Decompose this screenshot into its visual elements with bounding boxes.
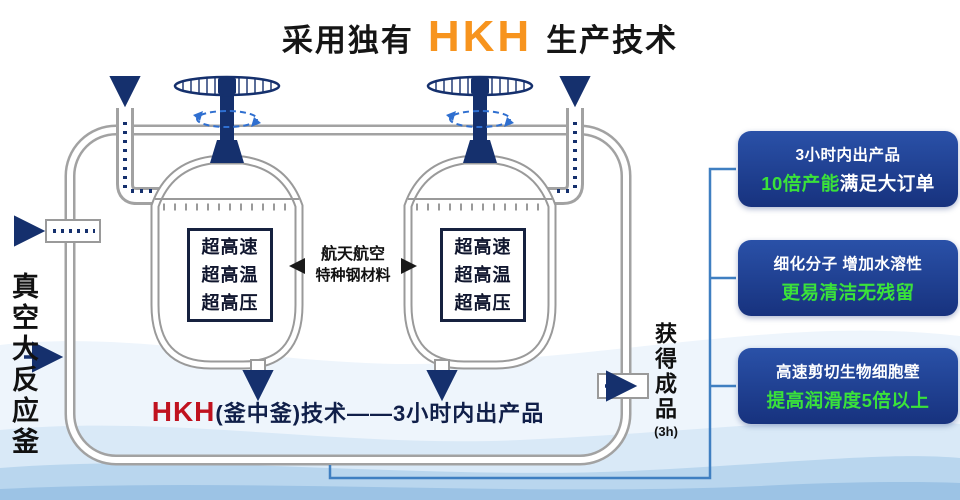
- spec-line: 超高温: [454, 264, 512, 285]
- benefit-card-lubricity: 高速剪切生物细胞壁 提高润滑度5倍以上: [738, 348, 958, 424]
- discharge-right: [426, 359, 458, 402]
- benefit-line1: 高速剪切生物细胞壁: [775, 363, 920, 381]
- spec-line: 超高速: [201, 236, 259, 257]
- benefit-line2: 提高润滑度5倍以上: [767, 387, 930, 413]
- spec-line: 超高温: [201, 264, 259, 285]
- pipe-loop: [64, 124, 632, 466]
- valve-handwheel-icon: [173, 75, 281, 97]
- outlet-port-right: [597, 370, 649, 402]
- process-text: (釜中釜)技术——3小时内出产品: [215, 401, 545, 426]
- rotation-arrow-icon: [193, 110, 261, 128]
- benefit-card-capacity: 3小时内出产品 10倍产能满足大订单: [738, 131, 958, 207]
- inlet-pipe-right: [544, 108, 584, 205]
- flow-dots-left: [123, 122, 152, 193]
- inlet-port-left: [13, 215, 101, 247]
- spec-line: 超高压: [201, 292, 259, 313]
- title-suffix: 生产技术: [546, 22, 679, 58]
- benefit-text: 满足大订单: [839, 172, 935, 194]
- spec-box-left: 超高速 超高温 超高压: [187, 228, 273, 322]
- material-label: 航天航空 特种钢材料: [298, 245, 408, 285]
- process-caption: HKH(釜中釜)技术——3小时内出产品: [78, 396, 618, 428]
- output-label: 获得成品: [652, 322, 677, 422]
- material-line2: 特种钢材料: [315, 266, 391, 284]
- discharge-left: [242, 359, 274, 402]
- benefit-line1: 3小时内出产品: [795, 146, 901, 164]
- page-title: 采用独有 HKH 生产技术: [0, 12, 960, 62]
- benefit-card-solubility: 细化分子 增加水溶性 更易清洁无残留: [738, 240, 958, 316]
- benefit-connectors: [328, 167, 736, 480]
- flow-dots-right: [556, 122, 577, 193]
- process-brand-hkh: HKH: [151, 396, 216, 427]
- title-prefix: 采用独有: [281, 22, 414, 58]
- benefit-highlight: 更易清洁无残留: [781, 281, 915, 303]
- output-time: (3h): [654, 424, 678, 439]
- spec-line: 超高速: [454, 236, 512, 257]
- benefit-line1: 细化分子 增加水溶性: [773, 255, 923, 273]
- spec-box-right: 超高速 超高温 超高压: [440, 228, 526, 322]
- title-brand-hkh: HKH: [427, 12, 533, 61]
- benefit-highlight: 提高润滑度5倍以上: [766, 389, 930, 411]
- material-line1: 航天航空: [320, 246, 385, 263]
- rotation-arrow-icon: [446, 110, 514, 128]
- benefit-line2: 10倍产能满足大订单: [761, 170, 935, 196]
- benefit-line2: 更易清洁无残留: [781, 279, 914, 305]
- vacuum-reactor-label: 真空大反应釜: [8, 272, 38, 458]
- inlet-pipe-left: [116, 108, 164, 205]
- valve-handwheel-icon: [426, 75, 534, 97]
- benefit-highlight: 10倍产能: [761, 172, 840, 194]
- spec-line: 超高压: [454, 292, 512, 313]
